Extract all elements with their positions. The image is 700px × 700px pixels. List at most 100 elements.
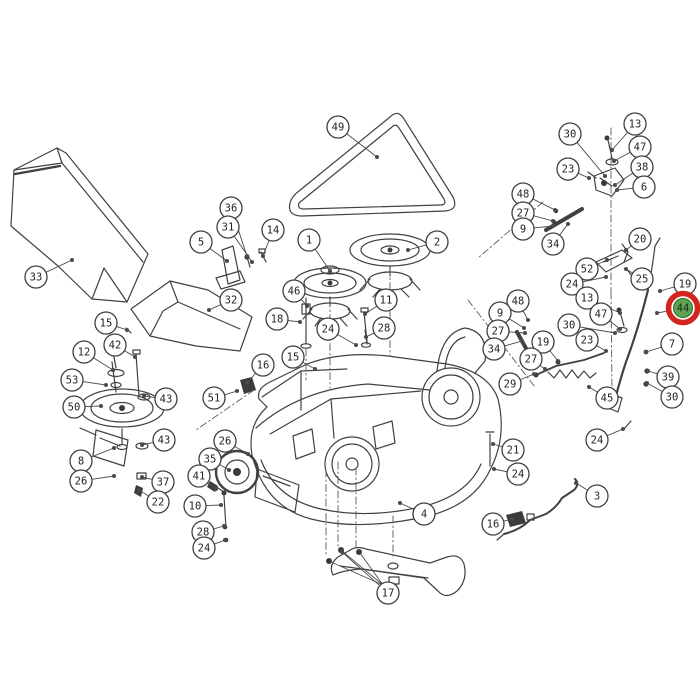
callout-number: 23 <box>581 335 594 347</box>
callout-7[interactable]: 7 <box>644 332 684 356</box>
callout-29[interactable]: 29 <box>498 372 536 396</box>
callout-41[interactable]: 41 <box>187 464 218 491</box>
callout-number: 38 <box>636 162 649 174</box>
callout-15[interactable]: 15 <box>94 311 129 335</box>
callout-3[interactable]: 3 <box>574 481 609 508</box>
callout-42[interactable]: 42 <box>103 333 137 359</box>
callout-2[interactable]: 2 <box>406 230 449 254</box>
leader-line <box>609 320 621 330</box>
callout-number: 24 <box>566 279 579 291</box>
callout-50[interactable]: 50 <box>62 395 103 419</box>
callout-12[interactable]: 12 <box>72 340 115 372</box>
callout-16[interactable]: 16 <box>245 353 275 385</box>
callout-34[interactable]: 34 <box>482 337 524 361</box>
callout-24[interactable]: 24 <box>492 462 530 486</box>
callout-15[interactable]: 15 <box>281 345 317 371</box>
callout-number: 5 <box>198 237 204 249</box>
callout-17[interactable]: 17 <box>340 550 400 605</box>
callout-34[interactable]: 34 <box>541 222 570 256</box>
callout-4[interactable]: 4 <box>398 501 436 526</box>
callout-24[interactable]: 24 <box>316 317 358 347</box>
callout-48[interactable]: 48 <box>506 289 530 322</box>
callout-33[interactable]: 33 <box>24 258 74 289</box>
callout-6[interactable]: 6 <box>615 175 656 199</box>
callout-30[interactable]: 30 <box>645 381 684 409</box>
leader-line <box>399 502 415 510</box>
callout-5[interactable]: 5 <box>189 230 229 263</box>
callout-number: 24 <box>512 469 525 481</box>
callout-number: 37 <box>157 477 170 489</box>
callout-11[interactable]: 11 <box>363 288 398 316</box>
callout-35[interactable]: 35 <box>198 447 231 472</box>
callout-24[interactable]: 24 <box>192 536 227 560</box>
callout-23[interactable]: 23 <box>556 157 591 181</box>
callout-number: 3 <box>594 491 600 503</box>
callout-26[interactable]: 26 <box>213 429 250 456</box>
callout-19[interactable]: 19 <box>531 330 560 363</box>
idler-pulley <box>79 347 165 451</box>
callout-43[interactable]: 43 <box>140 428 176 452</box>
callout-24[interactable]: 24 <box>585 427 625 452</box>
callout-circle <box>506 289 530 313</box>
callout-23[interactable]: 23 <box>575 328 608 353</box>
callout-19[interactable]: 19 <box>658 272 697 296</box>
callout-number: 12 <box>78 347 91 359</box>
v-belt <box>288 112 456 217</box>
leader-endpoint-dot <box>491 442 495 446</box>
leader-endpoint-dot <box>603 174 607 178</box>
callout-circle <box>297 228 321 252</box>
callout-49[interactable]: 49 <box>326 115 379 159</box>
callout-47[interactable]: 47 <box>589 302 622 331</box>
callout-30[interactable]: 30 <box>557 313 617 337</box>
callout-number: 29 <box>504 379 517 391</box>
callout-9[interactable]: 9 <box>511 217 555 241</box>
callout-37[interactable]: 37 <box>140 470 175 494</box>
callout-48[interactable]: 48 <box>511 182 557 212</box>
leader-endpoint-dot <box>222 524 226 528</box>
callout-46[interactable]: 46 <box>282 279 309 308</box>
callout-8[interactable]: 8 <box>69 446 116 473</box>
callout-39[interactable]: 39 <box>646 365 680 389</box>
callout-51[interactable]: 51 <box>202 386 239 410</box>
leader-line <box>346 133 378 158</box>
leader-endpoint-dot <box>605 258 609 262</box>
callout-10[interactable]: 10 <box>183 494 223 518</box>
callout-20[interactable]: 20 <box>624 227 652 252</box>
callout-16[interactable]: 16 <box>481 512 514 536</box>
callout-28[interactable]: 28 <box>364 316 396 340</box>
leader-endpoint-dot <box>140 475 144 479</box>
callout-number: 49 <box>332 122 345 134</box>
callout-47[interactable]: 47 <box>612 135 652 163</box>
callout-circle <box>531 330 555 354</box>
callout-18[interactable]: 18 <box>265 307 302 331</box>
callout-circle <box>372 316 396 340</box>
callout-circle <box>575 257 599 281</box>
leader-line <box>234 446 249 455</box>
callout-26[interactable]: 26 <box>69 469 116 493</box>
callout-27[interactable]: 27 <box>511 201 555 225</box>
callout-25[interactable]: 25 <box>624 267 654 291</box>
leader-endpoint-dot <box>261 254 265 258</box>
callout-13[interactable]: 13 <box>610 112 647 152</box>
callout-circle <box>69 469 93 493</box>
callout-27[interactable]: 27 <box>519 347 547 371</box>
callout-31[interactable]: 31 <box>216 215 254 264</box>
callout-32[interactable]: 32 <box>207 288 243 312</box>
callout-53[interactable]: 53 <box>60 368 108 392</box>
callout-1[interactable]: 1 <box>297 228 332 273</box>
callout-number: 42 <box>109 340 122 352</box>
callout-24[interactable]: 24 <box>560 272 608 296</box>
center-hardware <box>215 245 372 394</box>
leader-endpoint-dot <box>70 258 74 262</box>
callout-43[interactable]: 43 <box>142 387 178 411</box>
callout-circle <box>202 386 226 410</box>
callout-22[interactable]: 22 <box>137 488 170 514</box>
callout-30[interactable]: 30 <box>558 122 607 178</box>
callout-21[interactable]: 21 <box>491 438 525 462</box>
callout-44-highlighted[interactable]: 44 <box>655 290 700 326</box>
callout-14[interactable]: 14 <box>261 218 285 258</box>
callout-number: 50 <box>68 402 81 414</box>
callout-52[interactable]: 52 <box>575 257 609 281</box>
callout-45[interactable]: 45 <box>587 385 619 410</box>
